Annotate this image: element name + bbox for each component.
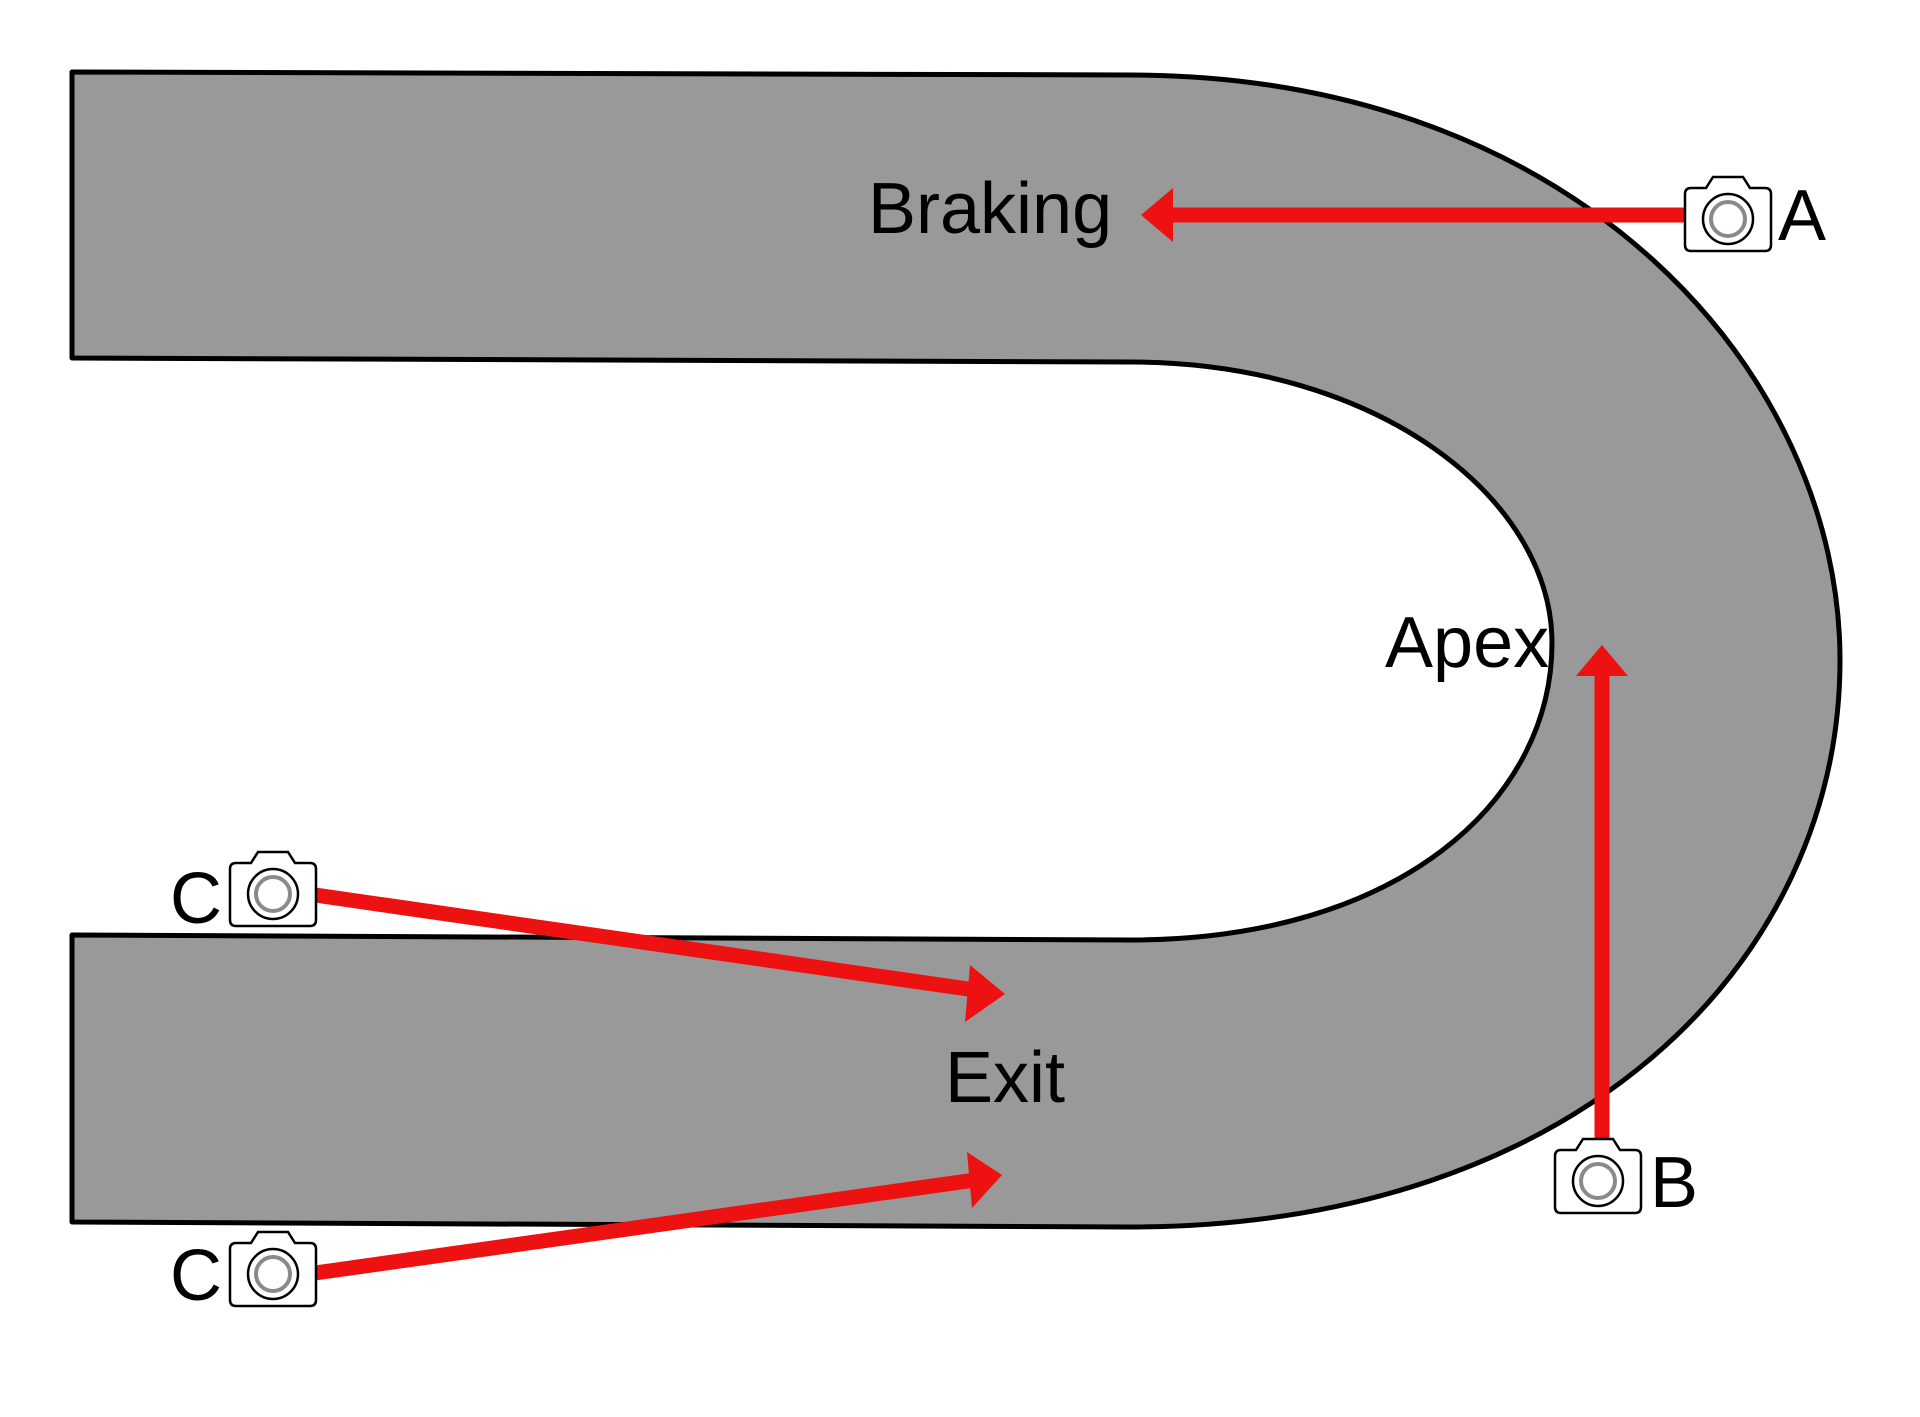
label-apex: Apex xyxy=(1385,603,1549,683)
camera-label-b: B xyxy=(1650,1143,1698,1223)
arrow-c-top-to-exit xyxy=(313,887,1005,1022)
arrow-a-to-braking xyxy=(1141,188,1690,242)
label-braking: Braking xyxy=(868,169,1112,249)
label-exit: Exit xyxy=(945,1038,1065,1118)
camera-label-a: A xyxy=(1778,176,1826,256)
camera-icon xyxy=(228,1230,318,1308)
track xyxy=(69,69,1843,1230)
arrow-b-to-apex xyxy=(1576,645,1628,1140)
camera-label-c-top: C xyxy=(170,859,222,939)
camera-label-c-bottom: C xyxy=(170,1236,222,1316)
arrow-c-bottom-to-exit xyxy=(313,1152,1002,1281)
camera-icon xyxy=(1683,175,1773,253)
camera-icon xyxy=(228,850,318,928)
camera-icon xyxy=(1553,1137,1643,1215)
